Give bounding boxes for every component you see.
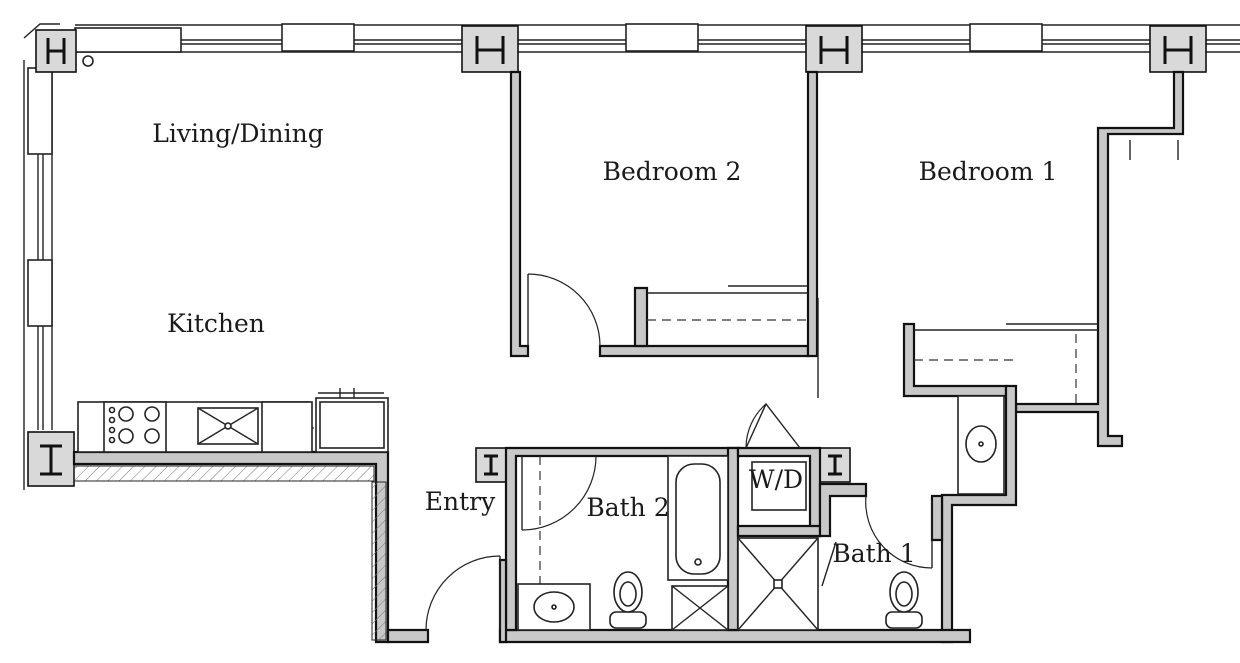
window-panel — [625, 23, 699, 52]
room-labels: Living/Dining Kitchen Bedroom 2 Bedroom … — [152, 119, 1057, 568]
room-label-bedroom-1: Bedroom 1 — [919, 157, 1058, 186]
bath-2-fixtures — [517, 455, 729, 631]
bathtub-icon — [667, 455, 729, 581]
toilet-icon — [885, 571, 923, 629]
structural-columns — [27, 25, 1207, 487]
window-panel — [281, 23, 355, 52]
sink-icon — [517, 583, 591, 631]
kitchen-counter — [77, 388, 389, 453]
window-panel — [27, 67, 53, 155]
linen-cabinet-icon — [671, 585, 729, 631]
sink-icon — [957, 395, 1005, 495]
room-label-bath-1: Bath 1 — [832, 539, 915, 568]
doors — [425, 140, 1179, 631]
column-icon — [475, 447, 507, 483]
room-label-entry: Entry — [425, 487, 496, 516]
window-panel — [969, 23, 1043, 52]
pipe-icon — [82, 55, 94, 67]
column-icon — [27, 431, 75, 487]
column-icon — [819, 447, 851, 483]
column-icon — [461, 25, 519, 73]
washer-dryer-icon — [751, 461, 807, 511]
window-panel — [27, 259, 53, 327]
window-panel — [74, 27, 182, 53]
refrigerator-icon — [315, 388, 389, 453]
kitchen-sink-icon — [197, 407, 259, 445]
column-icon — [1149, 25, 1207, 73]
stove-icon — [103, 401, 167, 453]
room-label-kitchen: Kitchen — [167, 309, 265, 338]
dishwasher-icon — [261, 401, 313, 453]
room-label-bath-2: Bath 2 — [586, 493, 669, 522]
toilet-icon — [609, 571, 647, 629]
room-label-living-dining: Living/Dining — [152, 119, 323, 148]
shower-icon — [737, 537, 819, 631]
room-label-wd: W/D — [749, 465, 803, 494]
column-icon — [35, 29, 77, 73]
room-label-bedroom-2: Bedroom 2 — [603, 157, 742, 186]
bath-1-fixtures — [737, 395, 1005, 631]
interior-walls — [72, 70, 1185, 644]
column-icon — [805, 25, 863, 73]
top-window-wall — [74, 23, 1240, 53]
left-window-wall — [23, 23, 60, 490]
